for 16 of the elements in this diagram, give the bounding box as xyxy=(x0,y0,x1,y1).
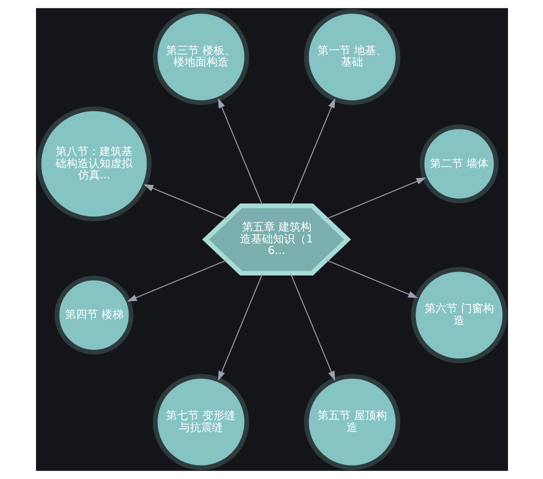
arrow xyxy=(290,98,335,206)
arrow xyxy=(290,272,335,381)
arrow xyxy=(218,98,263,206)
node-circle: 第一节 地基、基础 xyxy=(304,8,400,106)
arrow xyxy=(325,260,418,298)
node-circle: 第五节 屋顶构造 xyxy=(304,374,400,470)
node-circle: 第四节 楼梯 xyxy=(54,276,133,354)
node-circle: 第八节：建筑基础构造认知虚拟仿真... xyxy=(36,106,151,222)
arrow xyxy=(218,272,263,381)
node-circle: 第六节 门窗构造 xyxy=(410,267,507,364)
node-circle: 第二节 墙体 xyxy=(419,124,498,204)
arrow xyxy=(126,260,227,302)
arrow xyxy=(143,184,227,220)
node-circle: 第三节 楼板、楼地面构造 xyxy=(152,8,249,106)
arrow xyxy=(325,178,426,220)
node-circle: 第七节 变形缝与抗震缝 xyxy=(152,374,249,470)
